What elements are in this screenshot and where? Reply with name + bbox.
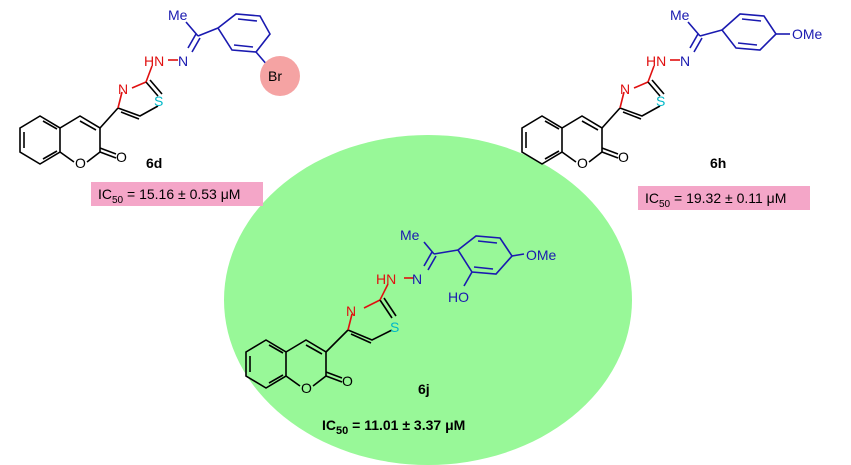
hydroxy-label-6j: HO <box>448 289 469 305</box>
hydrazone-nh-label-6d: HN <box>144 53 164 69</box>
substituent-circle-6d <box>260 56 300 96</box>
ic50-text-6h: IC50 = 19.32 ± 0.11 μM <box>645 190 786 210</box>
methyl-label-6j: Me <box>400 227 420 243</box>
substituent-label-6d: Br <box>268 68 282 84</box>
lactone-o-label-6h: O <box>577 155 588 171</box>
lactone-o-label-6d: O <box>75 155 86 171</box>
carbonyl-o-label-6h: O <box>618 149 629 165</box>
compound-6h <box>521 13 790 165</box>
ic50-text-6d: IC50 = 15.16 ± 0.53 μM <box>98 186 240 206</box>
compound-label-6d: 6d <box>146 155 162 171</box>
carbonyl-o-label-6d: O <box>116 149 127 165</box>
ic50-box-6d <box>91 182 263 206</box>
hydrazone-n-label-6h: N <box>680 53 690 69</box>
substituent-label-6h: OMe <box>792 26 823 42</box>
highlight-ellipse-6j <box>224 135 632 465</box>
carbonyl-o-label-6j: O <box>342 373 353 389</box>
hydrazone-nh-label-6j: HN <box>376 271 396 287</box>
hydrazone-n-label-6j: N <box>412 271 422 287</box>
ic50-text-6j: IC50 = 11.01 ± 3.37 μM <box>322 417 465 437</box>
compound-label-6h: 6h <box>710 155 726 171</box>
methyl-label-6d: Me <box>168 7 188 23</box>
substituent-label-6j: OMe <box>526 247 557 263</box>
thiazole-n-label-6d: N <box>118 81 128 97</box>
methyl-label-6h: Me <box>670 7 690 23</box>
compound-6j <box>245 235 525 389</box>
lactone-o-label-6j: O <box>301 380 312 396</box>
thiazole-n-label-6j: N <box>346 303 356 319</box>
thiazole-s-label-6d: S <box>154 93 163 109</box>
thiazole-s-label-6h: S <box>656 93 665 109</box>
ic50-box-6h <box>638 186 810 210</box>
hydrazone-n-label-6d: N <box>178 53 188 69</box>
thiazole-n-label-6h: N <box>620 81 630 97</box>
thiazole-s-label-6j: S <box>390 319 399 335</box>
compound-6d <box>19 13 271 165</box>
compound-label-6j: 6j <box>418 381 430 397</box>
hydrazone-nh-label-6h: HN <box>646 53 666 69</box>
